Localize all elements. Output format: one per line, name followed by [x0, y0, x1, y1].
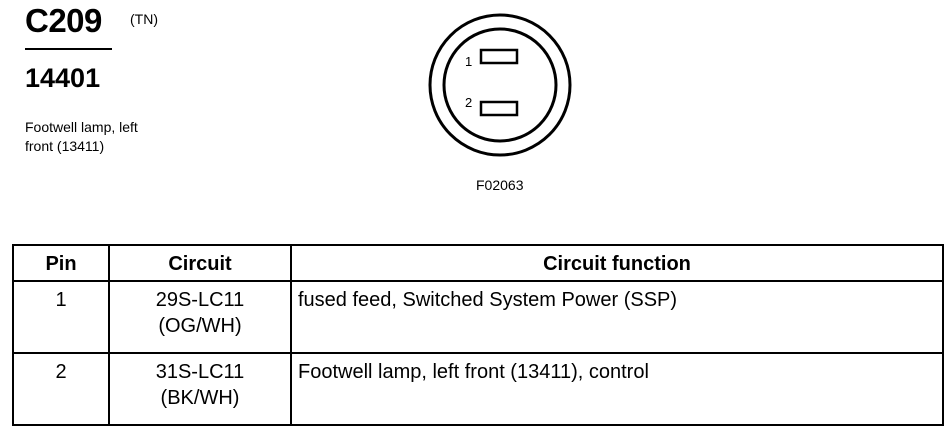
connector-description: Footwell lamp, left front (13411) — [25, 118, 195, 156]
pin-label-2: 2 — [465, 95, 472, 110]
table-row: 2 31S-LC11 (BK/WH) Footwell lamp, left f… — [12, 352, 944, 426]
pin-terminal-2 — [479, 100, 519, 117]
color-code: (TN) — [130, 11, 158, 27]
circuit-function-cell: Footwell lamp, left front (13411), contr… — [290, 352, 944, 426]
pin-number-cell: 2 — [12, 352, 110, 426]
description-line-1: Footwell lamp, left — [25, 119, 138, 135]
wire-color: (BK/WH) — [160, 387, 240, 409]
connector-inner-ring — [442, 27, 558, 143]
circuit-number: 31S-LC11 — [155, 361, 245, 383]
pin-number-cell: 1 — [12, 280, 110, 354]
table-row: 1 29S-LC11 (OG/WH) fused feed, Switched … — [12, 280, 944, 354]
pin-terminal-1 — [479, 48, 519, 65]
title-divider — [25, 48, 112, 50]
circuit-function-cell: fused feed, Switched System Power (SSP) — [290, 280, 944, 354]
connector-id: C209 — [25, 2, 102, 39]
wire-color: (OG/WH) — [158, 315, 242, 337]
pin-table: Pin Circuit Circuit function 1 29S-LC11 … — [12, 244, 944, 426]
part-number: 14401 — [25, 63, 101, 93]
connector-face-diagram: 1 2 — [428, 13, 572, 157]
circuit-column-header: Circuit — [108, 244, 292, 282]
pin-label-1: 1 — [465, 54, 472, 69]
pin-table-header-row: Pin Circuit Circuit function — [12, 244, 944, 282]
figure-id: F02063 — [476, 177, 524, 193]
function-column-header: Circuit function — [290, 244, 944, 282]
circuit-number: 29S-LC11 — [155, 289, 245, 311]
circuit-cell: 31S-LC11 (BK/WH) — [108, 352, 292, 426]
description-line-2: front (13411) — [25, 138, 105, 154]
circuit-cell: 29S-LC11 (OG/WH) — [108, 280, 292, 354]
pin-column-header: Pin — [12, 244, 110, 282]
